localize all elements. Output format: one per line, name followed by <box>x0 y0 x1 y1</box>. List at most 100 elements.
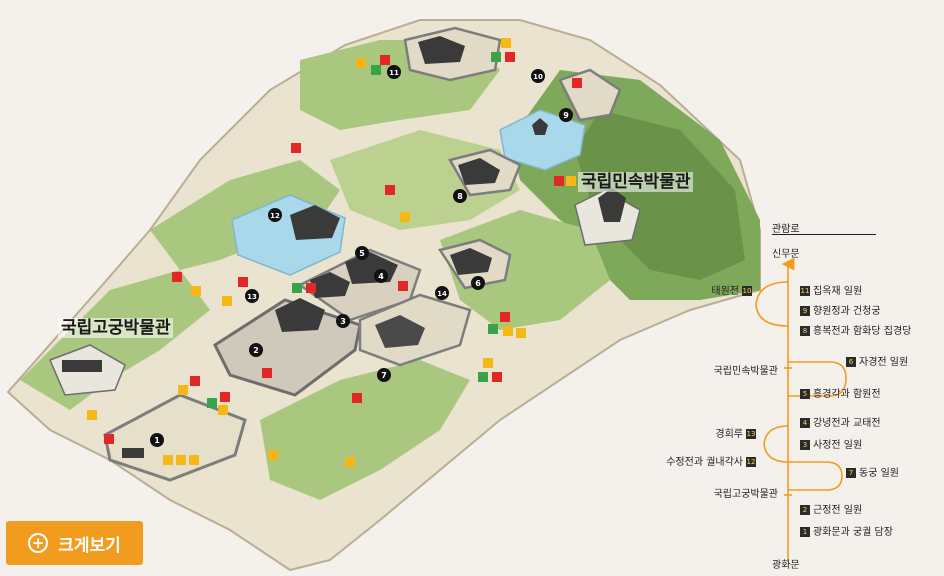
legend-item-label: 경회루 <box>715 429 743 440</box>
legend-item-number: 9 <box>800 306 810 316</box>
legend-item-label: 근정전 일원 <box>813 505 863 516</box>
legend-side-item: 국립민속박물관 <box>714 366 778 378</box>
facility-icon-red <box>262 368 272 378</box>
legend-title-underline <box>772 234 876 235</box>
legend-item-number: 5 <box>800 389 810 399</box>
facility-icon-yellow <box>516 328 526 338</box>
zone-marker-8: 8 <box>453 189 467 203</box>
facility-icon-yellow <box>503 326 513 336</box>
zone-marker-label: 13 <box>247 293 257 301</box>
facility-icon-yellow <box>218 405 228 415</box>
zone-marker-7: 7 <box>377 368 391 382</box>
zone-marker-1: 1 <box>150 433 164 447</box>
facility-icon-red <box>398 281 408 291</box>
zone-marker-label: 14 <box>437 290 447 298</box>
expand-button[interactable]: + 크게보기 <box>6 521 143 565</box>
zone-marker-9: 9 <box>559 108 573 122</box>
legend-item-number: 11 <box>800 286 810 296</box>
facility-icon-red <box>572 78 582 88</box>
facility-icon-red <box>306 283 316 293</box>
zone-marker-label: 3 <box>340 317 346 326</box>
legend-item-number: 6 <box>846 357 856 367</box>
east-forest-dark <box>575 110 745 280</box>
legend-item-label: 자경전 일원 <box>859 357 909 368</box>
zone-marker-4: 4 <box>374 269 388 283</box>
zone-marker-label: 7 <box>381 371 387 380</box>
zone-marker-5: 5 <box>355 246 369 260</box>
legend-item-number: 8 <box>800 326 810 336</box>
gyeonghoeru-building <box>290 205 340 240</box>
legend-item-label: 향원정과 건청궁 <box>813 306 881 317</box>
facility-icon-red <box>172 272 182 282</box>
legend-title: 관람로 <box>772 224 800 235</box>
legend-item-label: 흥경각과 함원전 <box>813 389 881 400</box>
facility-icon-green <box>478 372 488 382</box>
facility-icon-yellow <box>268 450 278 460</box>
geunjeongjeon-building <box>275 298 325 332</box>
zone-marker-label: 8 <box>457 192 463 201</box>
palace-museum-roof <box>62 360 102 372</box>
facility-icon-red <box>238 277 248 287</box>
facility-icon-yellow <box>566 176 576 186</box>
legend-item-number: 10 <box>742 286 752 296</box>
facility-icon-yellow <box>178 385 188 395</box>
legend-side-item: 국립고궁박물관 <box>714 489 778 501</box>
facility-icon-yellow <box>189 455 199 465</box>
facility-icon-red <box>291 143 301 153</box>
legend-item-number: 13 <box>746 429 756 439</box>
legend-item-number: 2 <box>800 505 810 515</box>
facility-icon-yellow <box>191 286 201 296</box>
zone-marker-label: 12 <box>270 212 280 220</box>
route-branch-jagyeongjeon <box>788 361 847 397</box>
zone-marker-12: 12 <box>268 208 282 222</box>
facility-icon-red <box>505 52 515 62</box>
facility-icon-yellow <box>222 296 232 306</box>
legend-item-label: 집옥재 일원 <box>813 286 863 297</box>
legend-item-label: 동궁 일원 <box>859 468 899 479</box>
zone-marker-3: 3 <box>336 314 350 328</box>
facility-icon-red <box>190 376 200 386</box>
south-lawn <box>260 360 470 500</box>
legend-item-label: 사정전 일원 <box>813 440 863 451</box>
route-diagram <box>755 257 847 562</box>
legend-item-number: 3 <box>800 440 810 450</box>
facility-icon-red <box>220 392 230 402</box>
facility-icon-yellow <box>345 457 355 467</box>
legend-item-label: 태원전 <box>711 286 739 297</box>
plus-circle-icon: + <box>28 533 49 553</box>
legend-top-gate: 신무문 <box>772 249 800 260</box>
legend-item-label: 흥복전과 함화당 집경당 <box>813 326 912 337</box>
facility-icon-red <box>380 55 390 65</box>
zone-marker-label: 4 <box>378 272 384 281</box>
legend-item-label: 광화문과 궁궐 담장 <box>813 527 893 538</box>
zone-marker-label: 11 <box>389 69 399 77</box>
facility-icon-green <box>488 324 498 334</box>
main-courtyard <box>213 298 362 397</box>
zone-marker-label: 5 <box>359 249 365 258</box>
folk-museum-label: 국립민속박물관 <box>578 172 694 192</box>
facility-icon-green <box>491 52 501 62</box>
facility-icons <box>87 38 582 467</box>
zone-marker-6: 6 <box>471 276 485 290</box>
zone-marker-10: 10 <box>531 69 545 83</box>
facility-icon-yellow <box>163 455 173 465</box>
legend-item-number: 1 <box>800 527 810 537</box>
zone-marker-label: 10 <box>533 73 543 81</box>
palace-museum-label: 국립고궁박물관 <box>58 318 174 338</box>
facility-icon-yellow <box>483 358 493 368</box>
folk-museum-pagoda <box>598 188 626 222</box>
gwanghwamun-building <box>122 448 144 458</box>
facility-icon-red <box>500 312 510 322</box>
